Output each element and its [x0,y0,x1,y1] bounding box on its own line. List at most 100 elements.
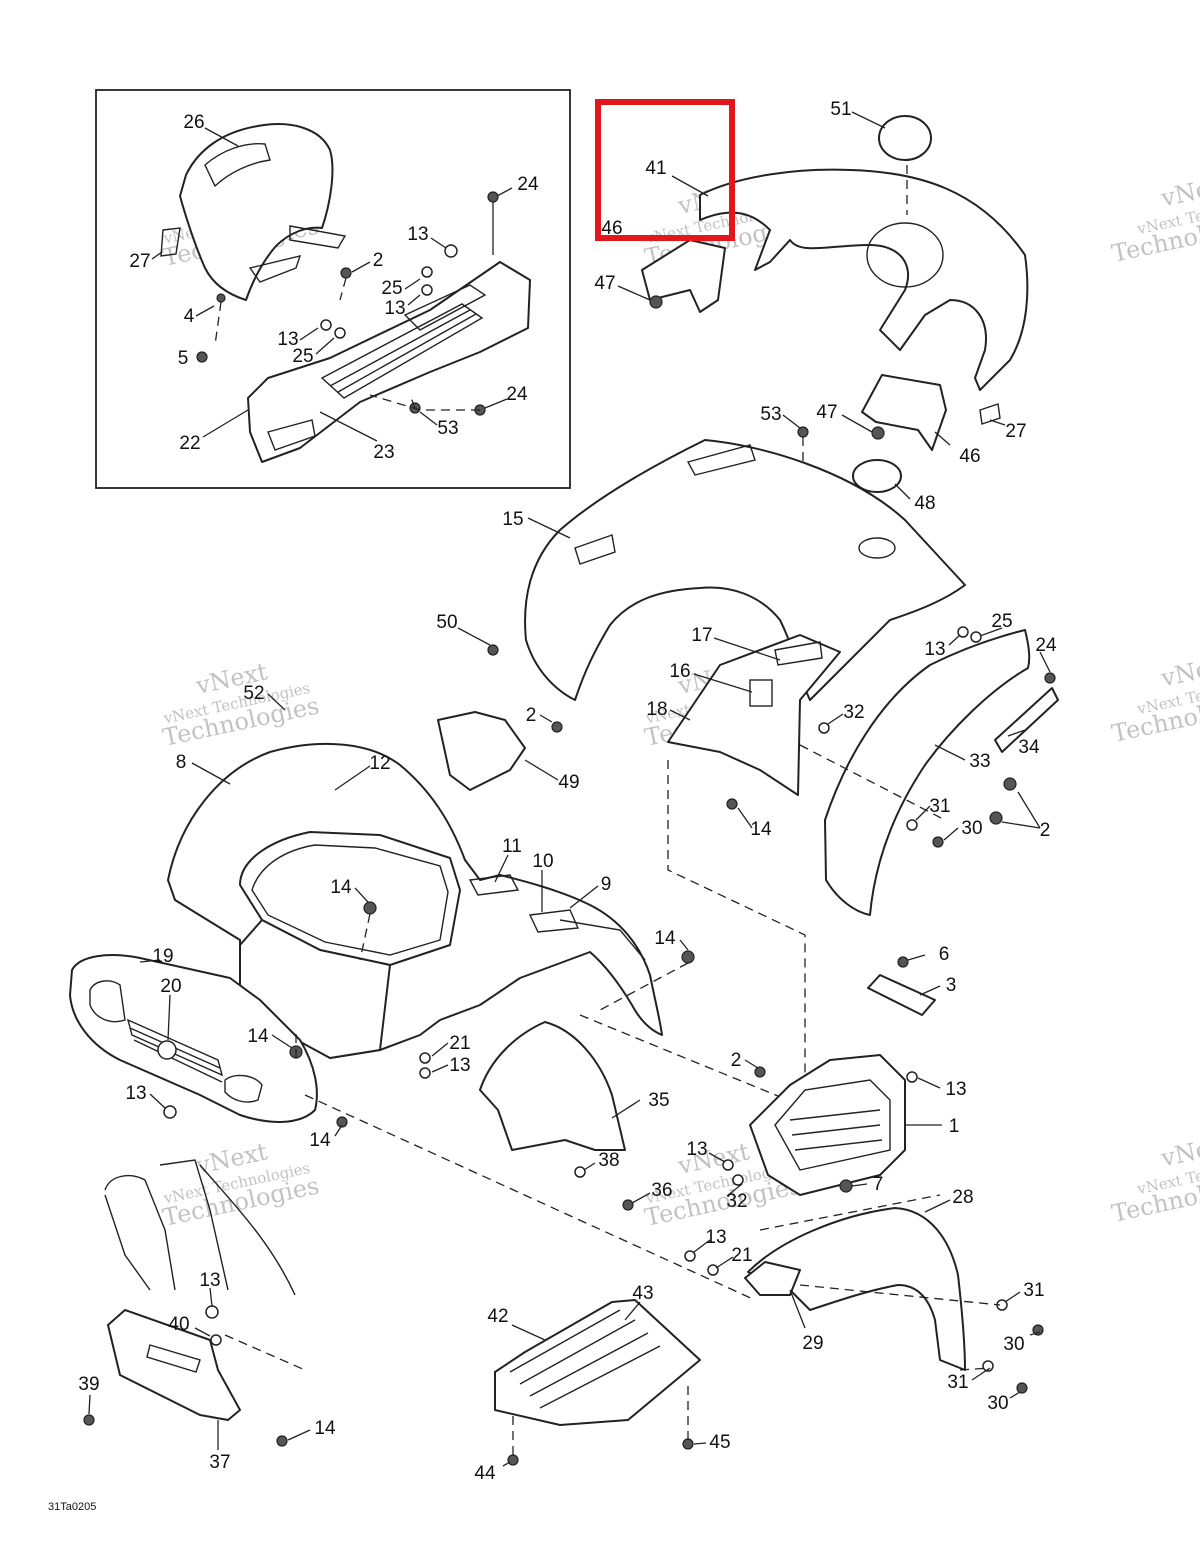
callout-10: 10 [532,851,553,872]
screw-6 [897,956,909,968]
callout-31: 31 [1023,1280,1044,1301]
screw-24 [1044,672,1056,684]
part-37-slot [146,1344,201,1373]
screw-14 [363,901,377,915]
push-rivet-2 [340,267,352,279]
nut-13 [163,1105,177,1119]
washer-25 [970,631,982,643]
inset-frame [95,89,571,489]
callout-11: 11 [502,836,522,857]
part-27-decal [979,403,1001,425]
watermark: vNext vNext Technologies Technologies [1109,650,1200,748]
part-20-emblem [157,1040,177,1060]
washer-31 [982,1360,994,1372]
callout-20: 20 [160,976,181,997]
callout-21: 21 [731,1245,752,1266]
watermark: vNext vNext Technologies Technologies [1109,170,1200,268]
part-12-storage-box [239,831,461,966]
callout-26: 26 [183,112,204,133]
callout-8: 8 [176,752,187,773]
drawing-code: 31Ta0205 [48,1501,96,1513]
callout-31: 31 [929,796,950,817]
part-41-rear-cover [699,168,1029,391]
callout-46: 46 [601,218,622,239]
part-33-footwell-fender [824,629,1031,916]
screw-45 [682,1438,694,1450]
callout-52: 52 [243,683,264,704]
nut-13 [906,1071,918,1083]
callout-41: 41 [645,158,666,179]
callout-17: 17 [691,625,712,646]
callout-24: 24 [1035,635,1057,656]
screw-24-head [487,191,499,203]
callout-6: 6 [939,944,950,965]
nut-13 [419,1067,431,1079]
nut-13 [722,1159,734,1171]
highlight-box [595,99,735,241]
front-parts [69,742,801,1301]
nut-32 [818,722,830,734]
part-11-decal [468,874,520,896]
part-16-label [749,679,773,707]
part-42-skid-plate [494,1299,701,1426]
push-rivet-2 [754,1066,766,1078]
callout-9: 9 [601,874,612,895]
callout-23: 23 [373,442,394,463]
callout-40: 40 [168,1314,189,1335]
screw-44 [507,1454,519,1466]
callout-13: 13 [125,1083,146,1104]
callout-32: 32 [726,1191,747,1212]
part-46-grab-handle [861,374,947,451]
callout-32: 32 [843,702,864,723]
callout-25: 25 [381,278,402,299]
callout-13: 13 [945,1079,966,1100]
screw-14 [336,1116,348,1128]
nut-13 [684,1250,696,1262]
rear-parts [437,115,1059,1075]
part-19-headlight-right [224,1074,263,1103]
watermark-brand: vNext [1158,170,1200,213]
screw-30 [932,836,944,848]
callout-39: 39 [78,1374,99,1395]
callout-33: 33 [969,751,990,772]
screw-30 [1032,1324,1044,1336]
part-15-fill-hole [858,537,896,559]
callout-13: 13 [407,224,428,245]
leader-lines [88,111,1051,1467]
part-41-recess [866,222,944,288]
callout-27: 27 [129,251,150,272]
screw-14 [276,1435,288,1447]
part-35-inner-fender [479,1021,626,1151]
watermark-brand: vNext [1158,1130,1200,1173]
callout-15: 15 [502,509,523,530]
callout-53: 53 [760,404,781,425]
part-17-decal [774,641,823,666]
callout-29: 29 [802,1333,823,1354]
callout-14: 14 [309,1130,331,1151]
callout-22: 22 [179,433,200,454]
nut-32 [732,1174,744,1186]
callout-51: 51 [830,99,851,120]
callout-2: 2 [526,705,537,726]
callout-12: 12 [369,753,390,774]
callout-13: 13 [277,329,298,350]
callout-49: 49 [558,772,579,793]
watermark: vNext vNext Technologies Technologies [160,657,321,751]
part-1-floor [774,1079,891,1171]
part-43-ribs [509,1309,661,1409]
washer-38 [574,1166,586,1178]
part-15-rear-fender [524,439,966,701]
watermark-brand: vNext [1158,650,1200,693]
callout-13: 13 [686,1139,707,1160]
callouts: 26 24 27 13 2 25 13 4 13 25 5 24 53 22 2… [78,99,1057,1484]
part-34-reflector [994,687,1059,753]
part-26-tab [289,225,347,249]
callout-34: 34 [1018,737,1040,758]
callout-30: 30 [987,1393,1008,1414]
screw-39 [83,1414,95,1426]
push-rivet-2 [1003,777,1017,791]
watermark: vNext vNext Technologies Technologies [1109,1130,1200,1228]
callout-47: 47 [594,273,615,294]
callout-24: 24 [506,384,528,405]
